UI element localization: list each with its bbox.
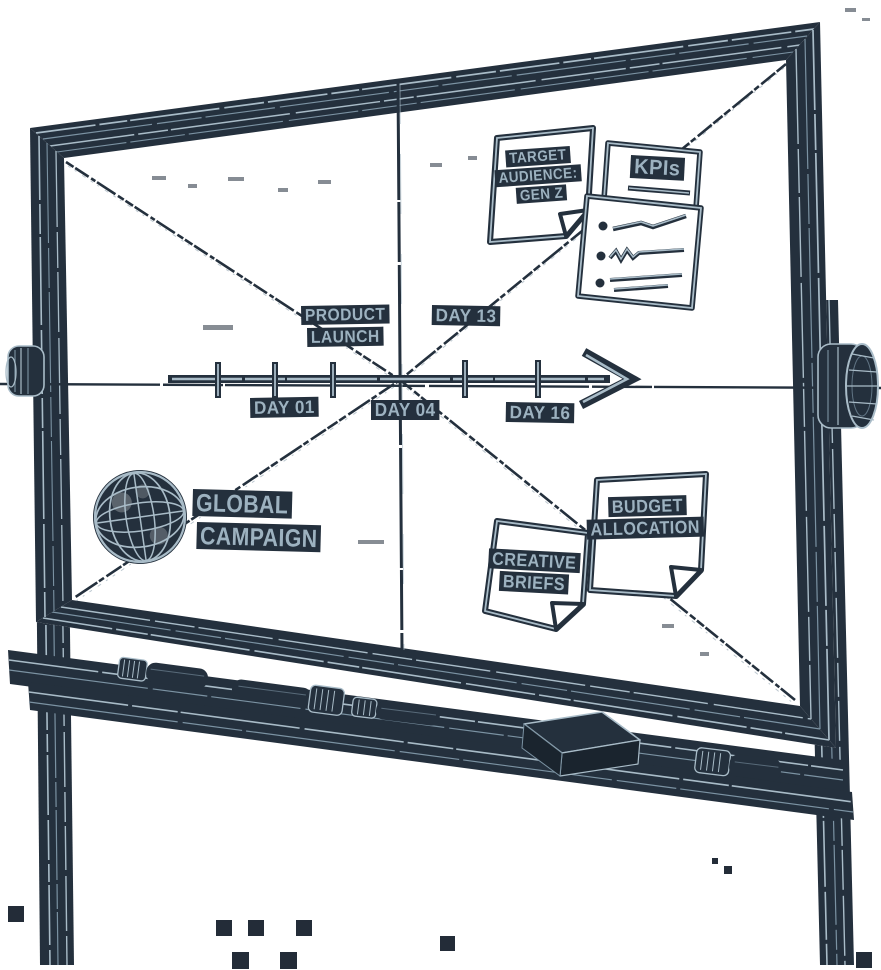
campaign-title-line1: GLOBAL bbox=[192, 489, 293, 519]
pivot-axis-line bbox=[0, 382, 881, 390]
noise-pixel bbox=[712, 858, 718, 864]
folded-corner bbox=[558, 208, 590, 238]
marker-pen-3[interactable] bbox=[351, 696, 441, 727]
creative-briefs-note-text: CREATIVE BRIEFS bbox=[488, 548, 586, 596]
noise-pixel bbox=[296, 920, 312, 936]
noise-pixel bbox=[856, 952, 872, 968]
noise-pixel bbox=[440, 936, 455, 951]
sticky-note-kpi-charts[interactable] bbox=[575, 193, 704, 311]
right-pivot-knob bbox=[817, 343, 879, 429]
board-eraser[interactable] bbox=[521, 711, 641, 777]
folded-corner bbox=[669, 565, 703, 598]
noise-pixel bbox=[8, 906, 24, 922]
timeline-label-day01: DAY 01 bbox=[250, 396, 319, 418]
kpi-list-row-3 bbox=[595, 273, 683, 292]
center-vertical-line bbox=[396, 79, 404, 653]
timeline-label-day16: DAY 16 bbox=[505, 402, 575, 423]
marker-pen-1[interactable] bbox=[117, 656, 209, 690]
timeline-label-day13: DAY 13 bbox=[431, 305, 501, 326]
campaign-title-line2: CAMPAIGN bbox=[196, 522, 322, 553]
noise-pixel bbox=[232, 952, 249, 969]
kpi-list-row-1 bbox=[598, 213, 687, 232]
marker-smudges bbox=[152, 8, 870, 656]
noise-pixel bbox=[724, 866, 732, 874]
left-pivot-knob bbox=[5, 345, 45, 397]
timeline-label-product-launch-line1: PRODUCT bbox=[301, 304, 390, 325]
noise-pixel bbox=[248, 920, 264, 936]
marker-pen-2[interactable] bbox=[230, 674, 346, 716]
board-frame bbox=[30, 22, 836, 748]
globe-icon bbox=[93, 470, 187, 564]
timeline-arrow bbox=[168, 348, 642, 410]
timeline-ticks bbox=[215, 360, 541, 398]
kpis-note-title: KPIs bbox=[629, 155, 685, 181]
marker-pen-4[interactable] bbox=[694, 747, 782, 782]
noise-pixel bbox=[280, 952, 297, 969]
noise-pixel bbox=[216, 920, 232, 936]
arrowhead bbox=[578, 348, 642, 410]
budget-allocation-note-text: BUDGET ALLOCATION bbox=[586, 495, 707, 539]
timeline-label-day04: DAY 04 bbox=[371, 400, 440, 420]
kpi-list-row-2 bbox=[596, 246, 685, 264]
folded-corner bbox=[550, 601, 585, 631]
target-audience-note-text: TARGET AUDIENCE: GEN Z bbox=[494, 145, 592, 206]
timeline-label-product-launch-line2: LAUNCH bbox=[307, 326, 384, 347]
